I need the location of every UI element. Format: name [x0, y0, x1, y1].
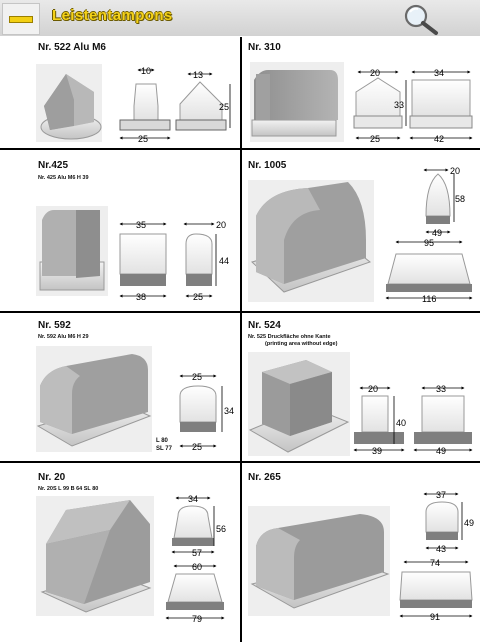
dimension-label: 25: [193, 292, 203, 302]
dimension-label: 40: [396, 418, 406, 428]
product-subtitle: Nr. 20S L 99 B 64 SL 80: [38, 486, 99, 492]
dimension-label: 79: [192, 614, 202, 624]
dimension-label: 43: [436, 544, 446, 554]
dimension-label: 25: [192, 372, 202, 382]
product-subtitle: Nr. 525 Druckfläche ohne Kante: [248, 334, 331, 340]
dimension-label: 42: [434, 134, 444, 144]
product-photo: [248, 180, 374, 302]
product-title: Nr. 522 Alu M6: [38, 42, 106, 53]
dimension-label: 49: [432, 228, 442, 238]
dimension-label: 49: [436, 446, 446, 456]
dimension-label: 38: [136, 292, 146, 302]
product-title: Nr. 310: [248, 42, 281, 53]
dimension-label: 34: [188, 494, 198, 504]
product-title: Nr. 20: [38, 472, 66, 483]
product-photo: [248, 352, 350, 456]
technical-drawing: 10 25 13 25: [119, 66, 231, 144]
length-label: L 80: [156, 438, 168, 444]
dimension-label: 56: [216, 524, 226, 534]
dimension-label: 20: [216, 220, 226, 230]
dimension-label: 20: [450, 166, 460, 176]
dimension-label: 20: [368, 384, 378, 394]
product-photo: [36, 346, 152, 452]
product-photo: [36, 496, 154, 616]
magnifier-icon[interactable]: [398, 2, 450, 36]
dimension-label: 33: [394, 100, 404, 110]
yellow-bar-icon: [2, 3, 40, 35]
dimension-label: 25: [138, 134, 148, 144]
product-title: Nr. 265: [248, 472, 281, 483]
product-photo: [248, 506, 390, 616]
dimension-label: 10: [141, 66, 151, 76]
technical-drawing: 20 33 25 34 42: [353, 68, 473, 144]
dimension-label: 25: [370, 134, 380, 144]
dimension-label: 44: [219, 256, 229, 266]
dimension-label: 20: [370, 68, 380, 78]
dimension-label: 49: [464, 518, 474, 528]
dimension-label: 60: [192, 562, 202, 572]
product-subtitle: Nr. 425 Alu M6 H 39: [38, 175, 89, 181]
dimension-label: 37: [436, 490, 446, 500]
dimension-label: 13: [193, 70, 203, 80]
row-divider: [0, 311, 480, 313]
technical-drawing: 20 40 39 33 49: [353, 384, 473, 456]
product-title: Nr. 524: [248, 320, 281, 331]
technical-drawing: 20 58 49 95 116: [385, 166, 473, 304]
product-photo: [36, 64, 102, 142]
dimension-label: 25: [219, 102, 229, 112]
dimension-label: 57: [192, 548, 202, 558]
dimension-label: 58: [455, 194, 465, 204]
dimension-label: 39: [372, 446, 382, 456]
technical-drawing: 25 34 25: [179, 372, 234, 452]
dimension-label: 91: [430, 612, 440, 622]
page-title: Leistentampons: [52, 7, 173, 24]
length-label: SL 77: [156, 446, 172, 452]
product-subtitle: Nr. 592 Alu M6 H 29: [38, 334, 89, 340]
column-divider: [240, 37, 242, 642]
dimension-label: 116: [422, 294, 436, 304]
dimension-label: 33: [436, 384, 446, 394]
product-title: Nr. 1005: [248, 160, 287, 171]
dimension-label: 74: [430, 558, 440, 568]
dimension-label: 95: [424, 238, 434, 248]
dimension-label: 34: [434, 68, 444, 78]
product-photo: [250, 62, 344, 142]
product-subtitle: (printing area without edge): [265, 341, 338, 347]
row-divider: [0, 461, 480, 463]
product-title: Nr. 592: [38, 320, 71, 331]
dimension-label: 34: [224, 406, 234, 416]
dimension-label: 25: [192, 442, 202, 452]
product-title: Nr.425: [38, 160, 69, 171]
technical-drawing: 35 38 20 44 25: [119, 220, 229, 302]
dimension-label: 35: [136, 220, 146, 230]
page-header: Leistentampons: [0, 0, 480, 36]
technical-drawing: 37 49 43 74 91: [399, 490, 474, 622]
technical-drawing: 34 56 57 60 79: [165, 494, 226, 624]
product-photo: [36, 206, 108, 296]
row-divider: [0, 148, 480, 150]
